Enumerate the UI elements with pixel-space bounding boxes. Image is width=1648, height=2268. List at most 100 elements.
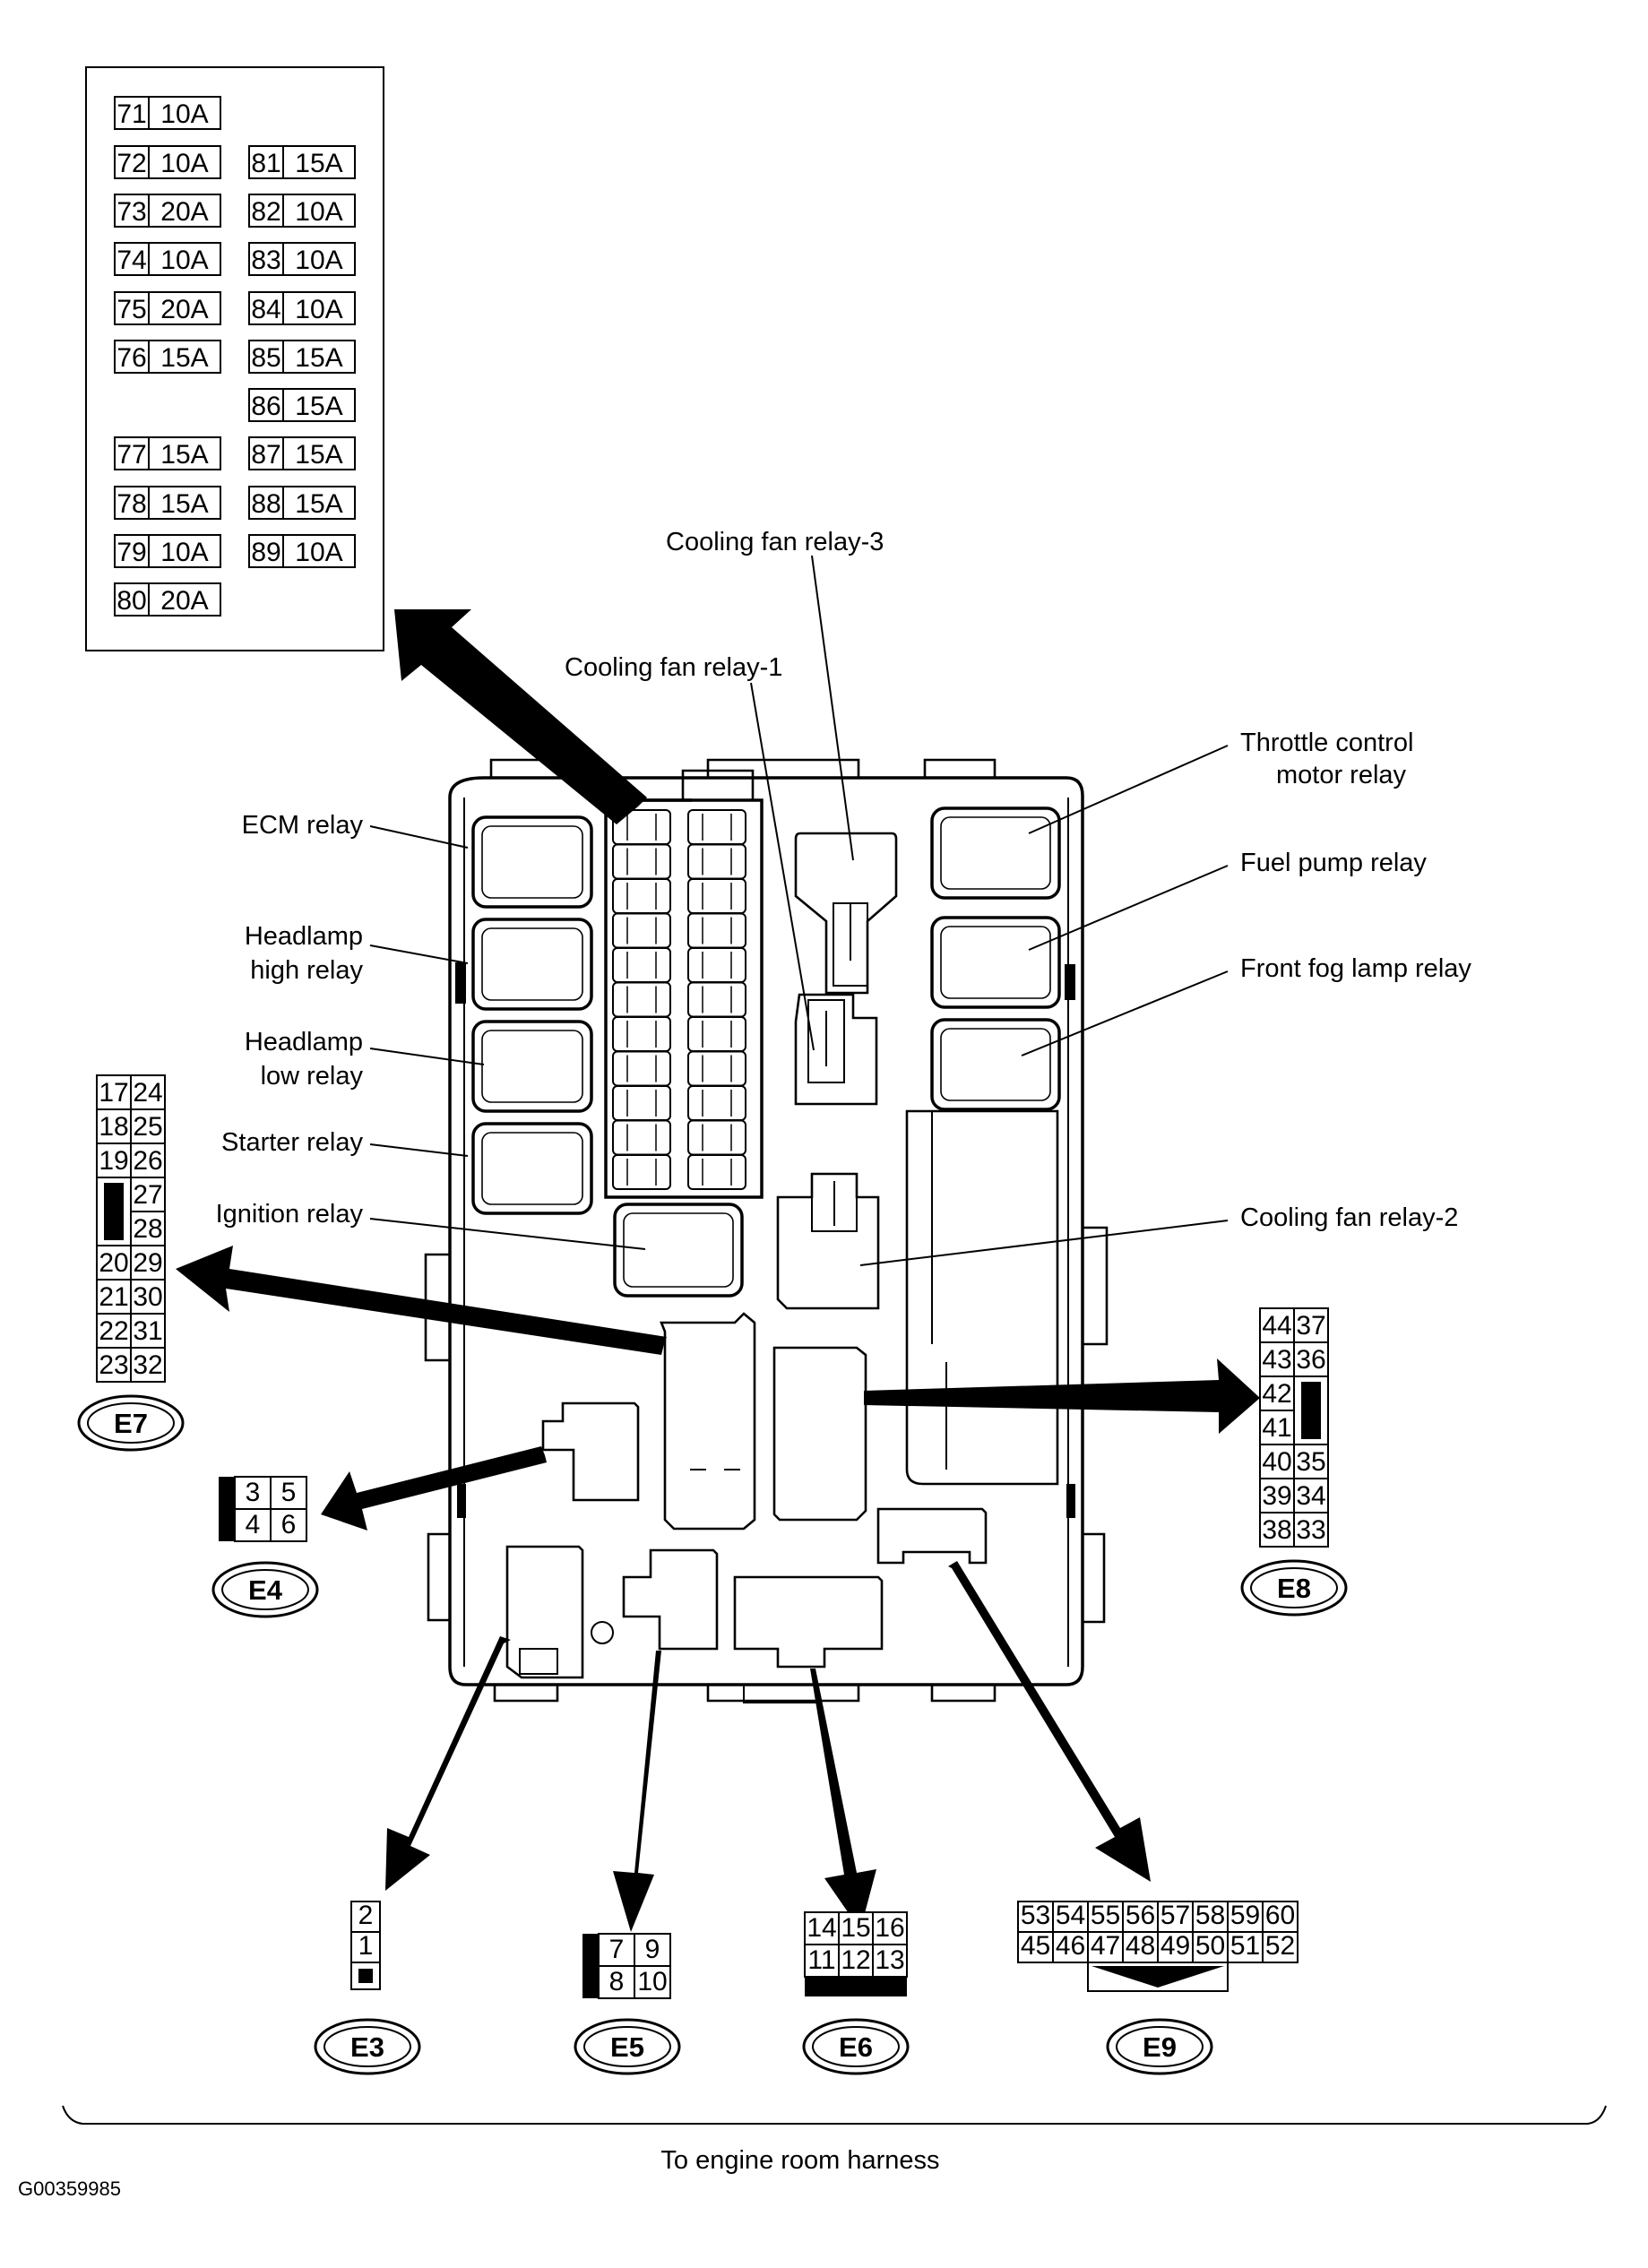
pin-55: 55	[1091, 1901, 1120, 1930]
housing-tab	[930, 1685, 997, 1703]
arrows	[176, 609, 1260, 1932]
connector-badge-inner	[583, 2026, 671, 2067]
fuse-75-amp: 20A	[160, 295, 208, 324]
fuse-78-amp: 15A	[160, 489, 208, 519]
pin-26: 26	[133, 1146, 162, 1176]
fuse-73-no-box	[114, 194, 150, 228]
fuse-74-no: 74	[116, 246, 146, 275]
label-headlamp-low-1: Headlamp	[245, 1028, 363, 1056]
pin-47: 47	[1091, 1931, 1120, 1961]
fuse-86-no: 86	[251, 392, 280, 421]
pin-27: 27	[133, 1180, 162, 1210]
fuse-79-amp-box	[148, 534, 221, 568]
pin-25: 25	[133, 1112, 162, 1142]
pin-52-cell	[1262, 1931, 1299, 1963]
arrow-to-e8	[864, 1358, 1260, 1434]
arrow-to-e6	[805, 1669, 876, 1930]
fuse-85-no: 85	[251, 343, 280, 373]
pin-22: 22	[99, 1316, 128, 1346]
fuse-74-amp-box	[148, 242, 221, 276]
starter-relay	[471, 1122, 593, 1215]
e6-key	[805, 1977, 907, 1996]
pin-36-cell	[1293, 1341, 1329, 1377]
mount-hole	[591, 1621, 614, 1644]
fuse-78-no: 78	[116, 489, 146, 519]
fuse-71-no-box	[114, 96, 150, 130]
fuse-76-amp-box	[148, 340, 221, 374]
pin-4-cell	[234, 1508, 272, 1542]
leader-cooling-fan-3	[811, 555, 854, 861]
fuse-76-amp: 15A	[160, 343, 208, 373]
socket-e5	[622, 1548, 719, 1651]
pin-48: 48	[1126, 1931, 1155, 1961]
fuse-85-amp: 15A	[295, 343, 342, 373]
connector-badge-inner	[1250, 1567, 1338, 1608]
leader-headlamp-high	[369, 944, 469, 964]
pin-17: 17	[99, 1078, 128, 1108]
socket-e3-latch	[519, 1648, 558, 1675]
connector-label-E5: E5	[610, 2031, 644, 2063]
label-headlamp-high-2: high relay	[250, 956, 363, 985]
pin-58-cell	[1192, 1901, 1229, 1933]
pin-31: 31	[133, 1316, 162, 1346]
pin-24: 24	[133, 1078, 162, 1108]
pin-15-cell	[838, 1911, 874, 1945]
pin-37: 37	[1296, 1311, 1325, 1341]
leader-cooling-fan-2	[859, 1220, 1229, 1266]
pin-56: 56	[1126, 1901, 1155, 1930]
relays	[471, 806, 1061, 1310]
fuse-slot	[687, 981, 746, 1018]
fuse-77-no: 77	[116, 440, 146, 470]
fuse-71-amp-box	[148, 96, 221, 130]
fuse-75-no: 75	[116, 295, 146, 324]
fuse-slot	[612, 912, 671, 949]
housing-tab	[706, 758, 860, 778]
fuse-83-amp: 10A	[295, 246, 342, 275]
pin-49-cell	[1157, 1931, 1194, 1963]
fuse-85-no-box	[248, 340, 284, 374]
pin-9: 9	[645, 1935, 660, 1964]
fuse-slot	[687, 1085, 746, 1121]
pin-29: 29	[133, 1248, 162, 1278]
fuse-89-no-box	[248, 534, 284, 568]
socket-e3	[505, 1545, 584, 1679]
pin-57: 57	[1161, 1901, 1190, 1930]
connector-label-E3: E3	[350, 2031, 384, 2063]
pin-51: 51	[1230, 1931, 1260, 1961]
fuse-71-no: 71	[116, 99, 146, 129]
fuse-81-amp: 15A	[295, 149, 342, 178]
pin-52: 52	[1265, 1931, 1295, 1961]
fuse-85-amp-box	[282, 340, 356, 374]
pin-12: 12	[841, 1945, 870, 1975]
pin-43-cell	[1259, 1341, 1295, 1377]
pin-37-cell	[1293, 1307, 1329, 1343]
socket-e4	[541, 1401, 640, 1502]
leader-headlamp-low	[369, 1048, 485, 1065]
fuse-72-amp: 10A	[160, 149, 208, 178]
pin-5: 5	[281, 1478, 297, 1507]
housing-marker	[455, 962, 466, 1004]
harness-brace	[62, 2105, 1607, 2125]
leader-fuel-pump	[1028, 865, 1229, 951]
pin-2: 2	[358, 1901, 374, 1930]
pin-58: 58	[1195, 1901, 1225, 1930]
pin-55-cell	[1087, 1901, 1124, 1933]
label-ignition-relay: Ignition relay	[216, 1200, 364, 1229]
fuse-84-amp: 10A	[295, 295, 342, 324]
pin-38: 38	[1262, 1515, 1291, 1545]
fuse-slot	[687, 843, 746, 880]
ecm-relay	[471, 815, 593, 909]
fuse-81-no: 81	[251, 149, 280, 178]
fuse-80-amp-box	[148, 582, 221, 617]
connector-label-E6: E6	[839, 2031, 873, 2063]
fuse-slot	[687, 1016, 746, 1052]
fuse-87-no-box	[248, 436, 284, 470]
pin-35: 35	[1296, 1447, 1325, 1477]
connector-badge-inner	[324, 2026, 411, 2067]
right-cover	[905, 1109, 1059, 1486]
fuse-87-amp: 15A	[295, 440, 342, 470]
label-headlamp-low-2: low relay	[261, 1062, 364, 1091]
e4-key	[219, 1477, 235, 1541]
